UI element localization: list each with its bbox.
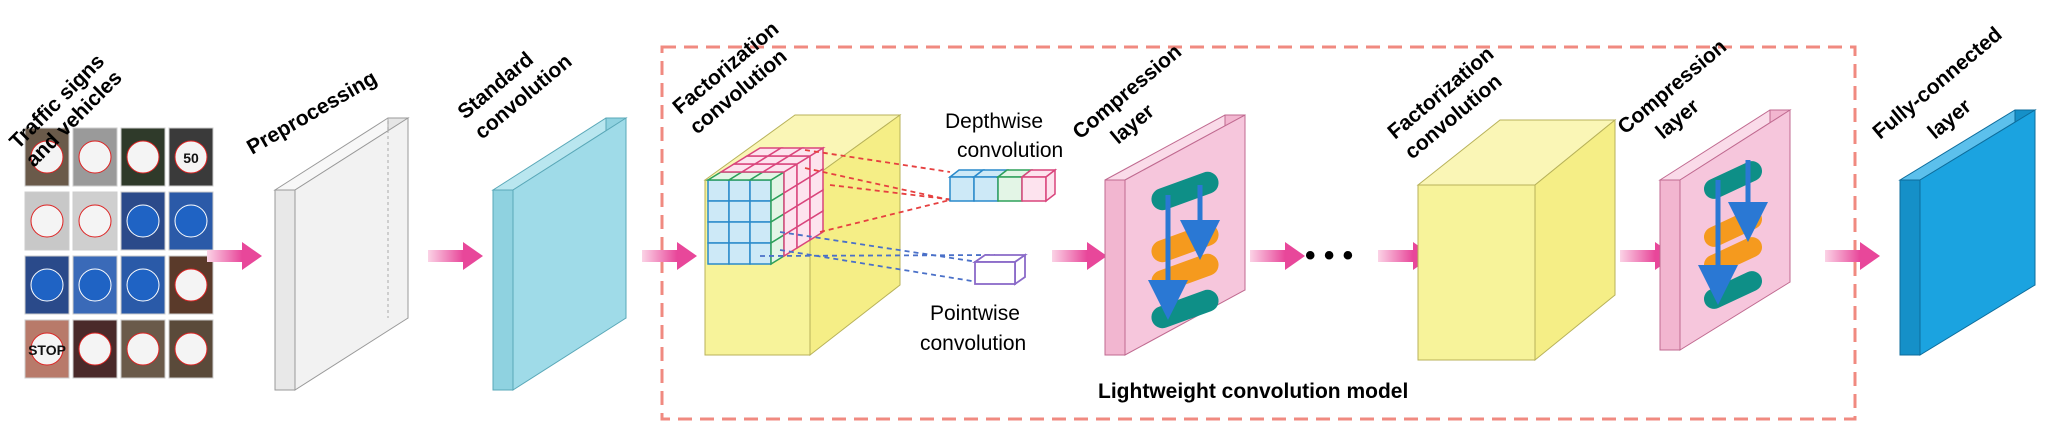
sign-icon (126, 204, 160, 238)
flow-arrow-3 (642, 242, 697, 270)
pointwise-label-2: convolution (920, 332, 1026, 355)
sign-tile-text: STOP (28, 342, 66, 358)
depthwise-label-1: Depthwise (945, 110, 1043, 133)
sign-icon (174, 204, 208, 238)
flow-arrow-1 (207, 242, 262, 270)
preprocessing-box (273, 117, 410, 391)
pointwise-label-1: Pointwise (930, 302, 1020, 325)
sign-icon (126, 268, 160, 302)
sign-icon (126, 140, 160, 174)
sign-icon (78, 204, 112, 238)
kernel-cell (749, 242, 772, 265)
sign-icon (30, 332, 64, 366)
kernel-cell (749, 179, 772, 202)
model-title: Lightweight convolution model (1098, 380, 1408, 403)
sign-icon (78, 268, 112, 302)
kernel-cube-grid (705, 146, 826, 266)
kernel-cell (728, 242, 751, 265)
sign-icon (78, 332, 112, 366)
sign-icon (78, 140, 112, 174)
kernel-cell (728, 200, 751, 223)
kernel-cell (707, 200, 730, 223)
flow-arrow-8 (1825, 242, 1880, 270)
kernel-cell (728, 179, 751, 202)
compression-glyph-1 (1148, 171, 1220, 329)
kernel-cell (707, 179, 730, 202)
depthwise-kernel (947, 168, 1058, 203)
sign-icon (174, 268, 208, 302)
sign-icon (30, 268, 64, 302)
lightweight-model-boundary (660, 45, 1857, 421)
depthwise-label-2: convolution (957, 139, 1063, 162)
sign-icon (126, 332, 160, 366)
pointwise-projection-lines (759, 231, 996, 283)
sign-tile-text: 50 (183, 150, 199, 166)
ellipsis: • • • (1305, 239, 1353, 272)
sign-icon (30, 204, 64, 238)
kernel-cell (786, 147, 826, 157)
kernel-cell (707, 242, 730, 265)
kernel-cell (749, 200, 772, 223)
depthwise-cell (949, 176, 975, 202)
kernel-cell (749, 221, 772, 244)
sign-icon (174, 140, 208, 174)
depthwise-cell (1021, 176, 1047, 202)
depthwise-cell (997, 176, 1023, 202)
fully-connected-box (1898, 109, 2037, 356)
depthwise-cell (1045, 168, 1056, 203)
pointwise-kernel (972, 253, 1028, 286)
sign-icon (30, 140, 64, 174)
standard-convolution-box (491, 117, 628, 391)
flow-arrow-2 (428, 242, 483, 270)
sign-icon (174, 332, 208, 366)
flow-arrow-5 (1250, 242, 1305, 270)
flow-arrow-4 (1052, 242, 1107, 270)
depthwise-projection-lines (804, 149, 956, 233)
kernel-cell (707, 221, 730, 244)
depthwise-cell (973, 176, 999, 202)
compression-glyph-2 (1698, 160, 1768, 309)
kernel-cell (728, 221, 751, 244)
factorization-convolution-box-2 (1416, 118, 1617, 362)
